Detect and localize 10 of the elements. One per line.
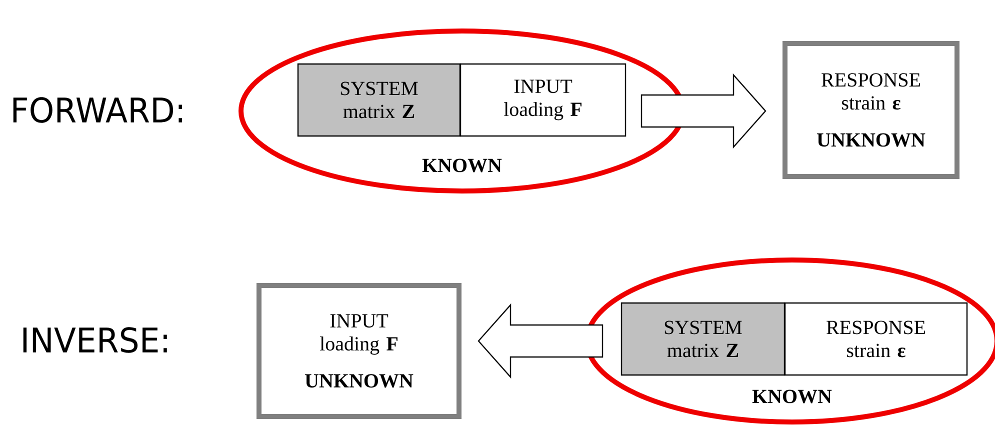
result-box: INPUT loading F UNKNOWN	[256, 283, 462, 419]
row-label: INVERSE:	[23, 327, 167, 353]
system-box: SYSTEM matrix Z	[297, 63, 461, 137]
data-box: INPUT loading F	[460, 63, 626, 137]
block-arrow	[478, 303, 604, 379]
block-arrow	[640, 73, 766, 149]
system-box: SYSTEM matrix Z	[620, 302, 786, 376]
row-label: FORWARD:	[13, 97, 182, 123]
data-box: RESPONSE strain ε	[784, 302, 968, 376]
result-box: RESPONSE strain ε UNKNOWN	[782, 41, 960, 179]
